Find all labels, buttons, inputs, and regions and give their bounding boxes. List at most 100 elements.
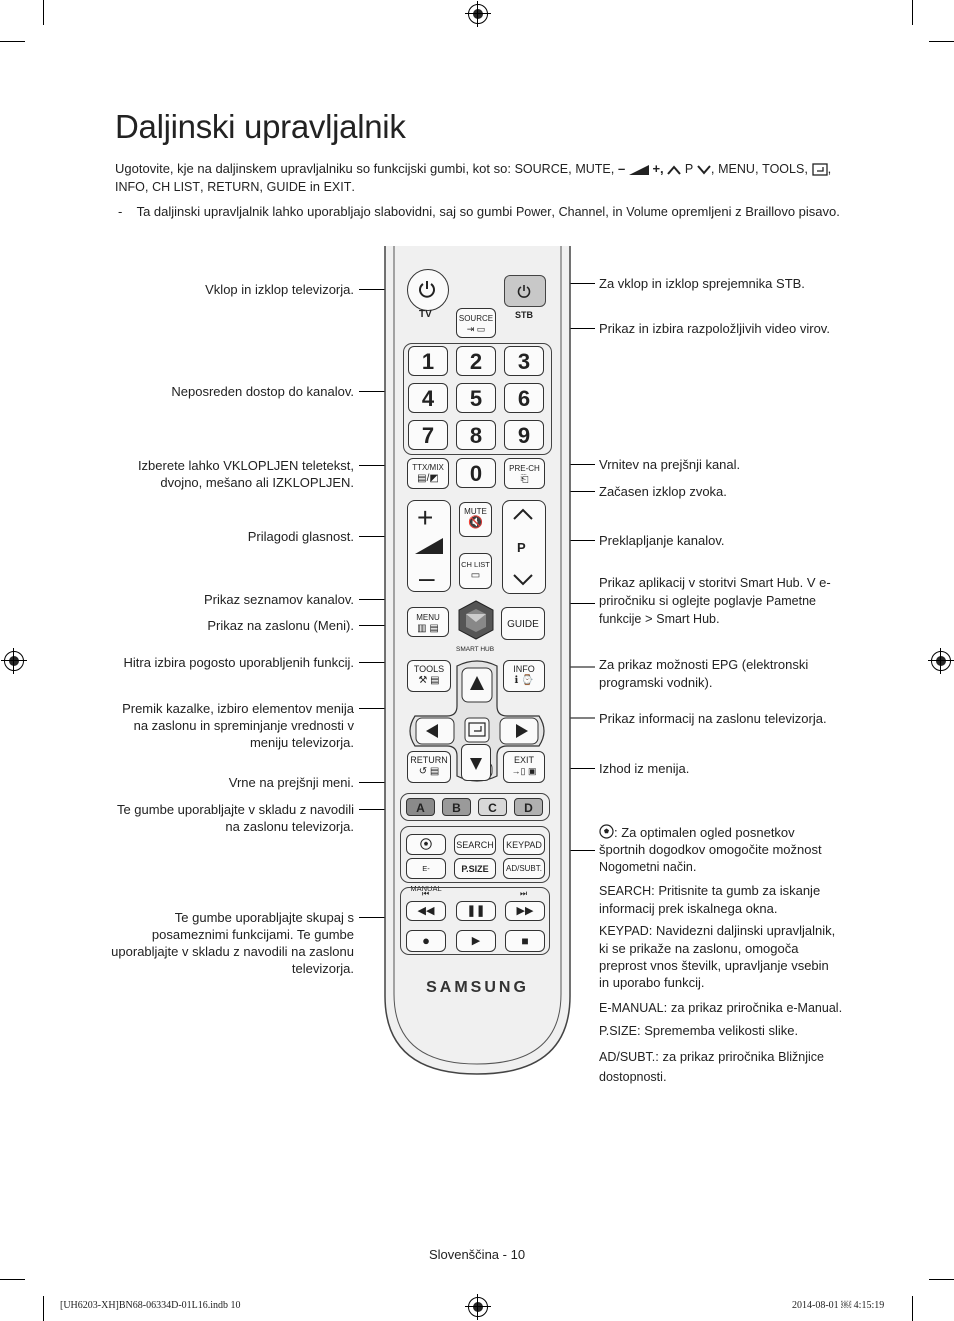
- label-exit: Izhod iz menija.: [599, 761, 690, 776]
- arrow-down-icon: [470, 758, 482, 770]
- ttx-mix-button[interactable]: TTX/MIX ▤/◩: [407, 458, 449, 489]
- digit-button[interactable]: 1: [408, 346, 448, 376]
- prech-icon: ⎗: [520, 474, 529, 485]
- keypad-button[interactable]: KEYPAD: [503, 834, 545, 855]
- e-manual-button[interactable]: E-MANUAL: [406, 858, 446, 893]
- football-button[interactable]: [406, 834, 446, 855]
- smarthub-text-2: . V e-priročniku si oglejte poglavje: [599, 575, 831, 608]
- source-button[interactable]: SOURCE ⇥ ▭: [456, 308, 496, 338]
- skip-back-icon: ⏮: [422, 889, 430, 898]
- label-chlist: Prikaz seznamov kanalov.: [203, 592, 354, 607]
- button-b[interactable]: B: [442, 798, 471, 816]
- label-football: : Za optimalen ogled posnetkov športnih …: [599, 824, 822, 874]
- return-button[interactable]: RETURN ↺ ▤: [407, 751, 451, 783]
- digit-button[interactable]: 8: [456, 420, 496, 450]
- digit-button[interactable]: 0: [456, 458, 496, 488]
- label-ttx: Izberete lahko VKLOPLJEN teletekst, dvoj…: [137, 458, 354, 490]
- exit-button[interactable]: EXIT →▯ ▣: [503, 751, 545, 783]
- label-function-buttons: Te gumbe uporabljajte skupaj s posamezni…: [111, 910, 354, 976]
- stop-button[interactable]: ■: [505, 930, 545, 952]
- tools-label: TOOLS: [413, 664, 445, 674]
- label-tools: Hitra izbira pogosto uporabljenih funkci…: [123, 655, 354, 670]
- info-button[interactable]: INFO ℹ ⌚: [503, 660, 545, 692]
- label-channel: Preklapljanje kanalov.: [599, 533, 725, 548]
- tools-button[interactable]: TOOLS ⚒ ▤: [407, 660, 451, 692]
- key-mute: MUTE: [575, 162, 611, 176]
- label-digits: Neposreden dostop do kanalov.: [171, 384, 354, 399]
- guide-button[interactable]: GUIDE: [501, 607, 545, 640]
- pause-button[interactable]: ❚❚: [456, 901, 496, 921]
- button-a[interactable]: A: [406, 798, 435, 816]
- leader-line: [359, 536, 407, 537]
- button-c[interactable]: C: [478, 798, 507, 816]
- guide-text-2: (elektronski programski vodnik).: [599, 657, 809, 690]
- key-exit: EXIT: [323, 180, 352, 194]
- tv-power-button[interactable]: [407, 269, 449, 311]
- search-button[interactable]: SEARCH: [454, 834, 496, 855]
- label-psize: P.SIZE: Sprememba velikosti slike.: [599, 1022, 849, 1040]
- label-return: Vrne na prejšnji meni.: [228, 775, 354, 790]
- page-title: Daljinski upravljalnik: [115, 108, 406, 145]
- menu-button[interactable]: MENU ▥ ▤: [407, 607, 449, 637]
- digit-button[interactable]: 2: [456, 346, 496, 376]
- digit-button[interactable]: 6: [504, 383, 544, 413]
- registration-mark-icon: [928, 648, 954, 674]
- label-guide: Za prikaz možnosti EPG (elektronski prog…: [599, 656, 829, 691]
- chevron-down-icon: [697, 164, 711, 175]
- key-chlist: CH LIST: [152, 180, 201, 194]
- channel-rocker[interactable]: [502, 500, 546, 594]
- key-vol-minus: –: [617, 161, 626, 176]
- ad-subt-button[interactable]: AD/SUBT.: [503, 858, 545, 879]
- source-icon: ⇥ ▭: [466, 324, 486, 334]
- ch-list-button[interactable]: CH LIST ▭: [459, 553, 492, 589]
- remote-control: TV STB SOURCE ⇥ ▭ 1 2 3 4 5 6 7 8 9 TTX/…: [384, 246, 571, 1076]
- football-icon: [420, 838, 432, 851]
- source-label: SOURCE: [458, 314, 494, 323]
- key-channel: Channel: [558, 205, 606, 219]
- stb-power-button[interactable]: [504, 275, 546, 307]
- tools-icon: ⚒ ▤: [418, 675, 440, 686]
- fast-forward-button[interactable]: ▶▶: [505, 901, 545, 921]
- leader-line: [359, 917, 401, 918]
- stb-label: STB: [515, 310, 533, 320]
- smart-hub-icon[interactable]: [458, 600, 494, 640]
- key-info: INFO: [115, 180, 145, 194]
- digit-button[interactable]: 7: [408, 420, 448, 450]
- crop-mark: [929, 41, 954, 42]
- digit-button[interactable]: 9: [504, 420, 544, 450]
- crop-mark: [43, 0, 44, 25]
- chevron-down-icon: [513, 574, 533, 586]
- digit-button[interactable]: 5: [456, 383, 496, 413]
- p-size-button[interactable]: P.SIZE: [454, 858, 496, 879]
- ttx-label: TTX/MIX: [412, 463, 444, 472]
- page-footer: Slovenščina - 10: [428, 1247, 526, 1262]
- color-buttons-panel: [400, 793, 550, 821]
- key-tools: TOOLS: [762, 162, 805, 176]
- leader-line: [359, 391, 407, 392]
- pre-ch-button[interactable]: PRE-CH ⎗: [504, 458, 545, 489]
- leader-line: [359, 782, 407, 783]
- mute-button[interactable]: MUTE 🔇: [459, 502, 492, 537]
- label-search: SEARCH: Pritisnite ta gumb za iskanje in…: [599, 882, 839, 917]
- rewind-button[interactable]: ◀◀: [406, 901, 446, 921]
- channel-p-label: P: [517, 540, 526, 555]
- registration-mark-icon: [465, 1, 491, 27]
- return-label: RETURN: [410, 755, 448, 765]
- play-button[interactable]: ▶: [456, 930, 496, 952]
- info-label: INFO: [513, 664, 535, 674]
- crop-mark: [912, 0, 913, 25]
- smarthub-key: Smart Hub: [739, 576, 800, 590]
- menu-label: MENU: [416, 613, 440, 622]
- prech-label: PRE-CH: [509, 464, 540, 473]
- button-d[interactable]: D: [514, 798, 543, 816]
- digit-button[interactable]: 3: [504, 346, 544, 376]
- record-button[interactable]: ●: [406, 930, 446, 952]
- key-volume: Volume: [626, 205, 668, 219]
- print-date: 2014-08-01 ￼ 4:15:19: [792, 1300, 885, 1311]
- leader-line: [551, 850, 595, 851]
- label-volume: Prilagodi glasnost.: [247, 529, 354, 544]
- football-text: : Za optimalen ogled posnetkov športnih …: [599, 825, 822, 857]
- file-info: [UH6203-XH]BN68-06334D-01L16.indb 10: [60, 1300, 241, 1311]
- dpad[interactable]: [404, 656, 550, 786]
- digit-button[interactable]: 4: [408, 383, 448, 413]
